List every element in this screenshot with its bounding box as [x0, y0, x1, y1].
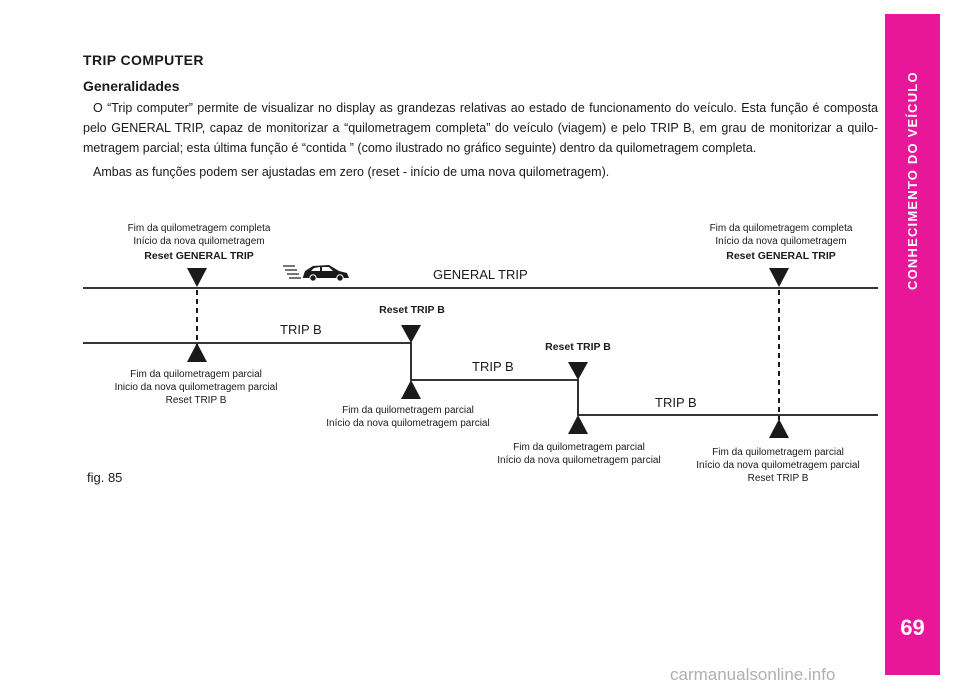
bottom2-line1: Fim da quilometragem parcial: [342, 405, 474, 416]
trip-b-label-2: TRIP B: [472, 359, 514, 374]
bottom3-line1: Fim da quilometragem parcial: [513, 442, 645, 453]
reset-general-marker-right: [769, 268, 789, 287]
partial-marker-3: [568, 415, 588, 434]
bottom4-line1: Fim da quilometragem parcial: [712, 447, 844, 458]
right-top-line2: Início da nova quilometragem: [715, 236, 846, 247]
reset-trip-b-marker-1: [401, 325, 421, 343]
reset-trip-b-label-1: Reset TRIP B: [379, 304, 445, 316]
partial-marker-2: [401, 380, 421, 399]
bottom2-line2: Início da nova quilometragem parcial: [326, 418, 489, 429]
reset-trip-b-label-2: Reset TRIP B: [545, 341, 611, 353]
watermark: carmanualsonline.info: [670, 665, 836, 684]
paragraph-2: Ambas as funções podem ser ajustadas em …: [93, 165, 610, 179]
bottom3-line2: Início da nova quilometragem parcial: [497, 455, 660, 466]
left-top-line2: Início da nova quilometragem: [133, 236, 264, 247]
trip-b-label-1: TRIP B: [280, 322, 322, 337]
trip-b-line: [83, 342, 878, 416]
left-top-line3: Reset GENERAL TRIP: [144, 250, 254, 262]
right-top-line1: Fim da quilometragem completa: [710, 223, 853, 234]
page-heading: TRIP COMPUTER: [83, 52, 204, 68]
partial-marker-4: [769, 419, 789, 438]
right-top-line3: Reset GENERAL TRIP: [726, 250, 836, 262]
left-top-line1: Fim da quilometragem completa: [128, 223, 271, 234]
trip-b-label-3: TRIP B: [655, 395, 697, 410]
subheading: Generalidades: [83, 78, 180, 94]
car-icon: [283, 265, 349, 282]
bottom1-line1: Fim da quilometragem parcial: [130, 369, 262, 380]
bottom1-line3: Reset TRIP B: [166, 395, 227, 406]
bottom1-line2: Inicio da nova quilometragem parcial: [115, 382, 278, 393]
bottom4-line2: Início da nova quilometragem parcial: [696, 460, 859, 471]
paragraph-1: O “Trip computer” permite de visualizar …: [83, 101, 878, 155]
bottom4-line3: Reset TRIP B: [748, 473, 809, 484]
page-number: 69: [900, 615, 925, 640]
reset-trip-b-marker-2: [568, 362, 588, 380]
figure-caption: fig. 85: [87, 470, 123, 485]
general-trip-label: GENERAL TRIP: [433, 267, 528, 282]
partial-marker-1: [187, 343, 207, 362]
sidebar: [885, 14, 940, 675]
reset-general-marker-left: [187, 268, 207, 287]
